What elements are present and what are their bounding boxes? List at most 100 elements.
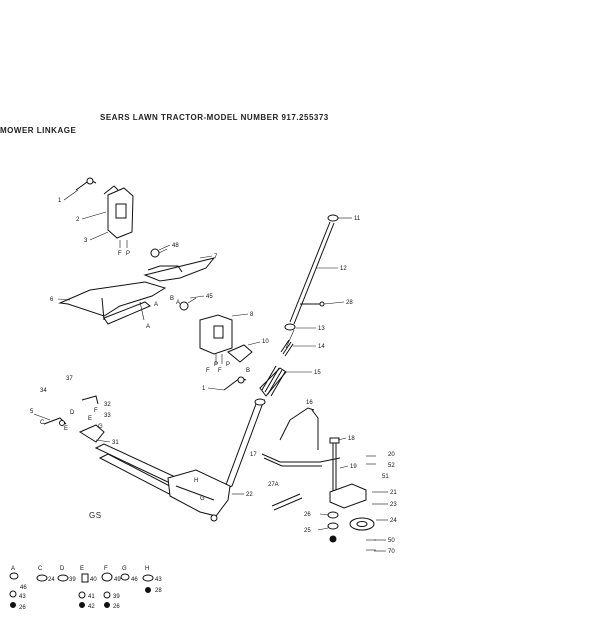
part-arm-10 (223, 344, 253, 391)
legend-hardware-icons (9, 572, 154, 608)
part-pin-top (75, 177, 97, 191)
legend-number: 49 (114, 577, 121, 583)
callout: 1 (58, 198, 62, 204)
callout: 5 (30, 409, 34, 415)
legend-number: 26 (19, 605, 26, 611)
callout: 6 (50, 297, 54, 303)
part-letter-labels: F P A A F P F P B A B C D E G H G F E (40, 251, 250, 502)
callout: 11 (354, 216, 361, 222)
part-letter: A (176, 300, 180, 306)
legend-letter: H (145, 566, 149, 572)
callout: 50 (388, 538, 395, 544)
callout: 15 (314, 370, 321, 376)
part-nut-45 (179, 297, 197, 311)
part-pin-28 (300, 301, 325, 307)
callout: 20 (388, 452, 395, 458)
part-rod-16 (279, 407, 319, 450)
callout: 45 (206, 294, 213, 300)
legend-number: 43 (19, 594, 26, 600)
callout: 8 (250, 312, 254, 318)
part-left-arm (33, 395, 105, 443)
part-letter: F (206, 368, 210, 374)
part-plate-9 (58, 281, 167, 325)
callout: 28 (346, 300, 353, 306)
callout: 7 (214, 254, 218, 260)
part-letter: A (154, 302, 158, 308)
callout: 18 (348, 436, 355, 442)
callout: 34 (40, 388, 47, 394)
callout: 21 (390, 490, 397, 496)
part-letter: G (98, 424, 103, 430)
callout: 26 (304, 512, 311, 518)
part-letter: C (40, 420, 45, 426)
legend-number: 40 (90, 577, 97, 583)
legend-number: 46 (131, 577, 138, 583)
legend-letter: G (122, 566, 127, 572)
part-spring-15 (259, 365, 287, 397)
part-letter: F (94, 408, 98, 414)
callout: 31 (112, 440, 119, 446)
part-spring-14 (280, 339, 294, 357)
part-letter: D (70, 410, 75, 416)
part-bracket-8 (199, 314, 233, 364)
callout: 24 (390, 518, 397, 524)
part-letter: B (170, 296, 174, 302)
legend-number: 24 (48, 577, 55, 583)
part-pulley-24 (349, 517, 375, 531)
part-letter: E (64, 426, 68, 432)
part-letter: B (246, 368, 250, 374)
part-letter: F (118, 251, 122, 257)
part-spring-27a (271, 493, 303, 511)
part-bracket-upper (103, 185, 134, 248)
legend-number: 39 (69, 577, 76, 583)
hardware-legend: A 46 43 26 C 24 D 39 E 40 41 42 F 49 39 … (11, 566, 162, 611)
callout: 25 (304, 528, 311, 534)
part-letter: E (88, 416, 92, 422)
part-letter: F (218, 368, 222, 374)
part-washer-13 (284, 323, 296, 331)
legend-number: 43 (155, 577, 162, 583)
legend-number: 42 (88, 604, 95, 610)
part-rod-17 (261, 453, 341, 467)
part-bracket-21 (329, 483, 367, 509)
group-label: GS (89, 511, 102, 520)
diagram-subtitle: MOWER LINKAGE (0, 126, 77, 135)
part-letter: G (200, 496, 205, 502)
legend-number: 46 (20, 585, 27, 591)
legend-letter: D (60, 566, 65, 572)
callout: 52 (388, 463, 395, 469)
part-letter: A (146, 324, 150, 330)
part-washers-25-26 (327, 511, 339, 543)
callout: 37 (66, 376, 73, 382)
callout: 70 (388, 549, 395, 555)
part-lift-plate-7 (143, 257, 216, 282)
callout: 33 (104, 413, 111, 419)
part-small-parts-right (366, 455, 376, 551)
callout: 32 (104, 402, 111, 408)
legend-letter: A (11, 566, 15, 572)
part-letter: P (126, 251, 130, 257)
callout-numbers: 1 2 3 48 7 8 45 6 9 10 1 11 12 28 13 14 … (30, 198, 397, 555)
part-letter: P (226, 362, 230, 368)
part-lift-rod-12 (285, 214, 339, 349)
part-lift-arm-assembly (167, 469, 231, 522)
callout: 10 (262, 339, 269, 345)
part-nut-48 (150, 248, 168, 258)
legend-number: 28 (155, 588, 162, 594)
leader-lines (57, 189, 388, 552)
callout: 23 (390, 502, 397, 508)
callout: 22 (246, 492, 253, 498)
diagram-title: SEARS LAWN TRACTOR-MODEL NUMBER 917.2553… (100, 113, 329, 122)
callout: 3 (84, 238, 88, 244)
callout: 1 (202, 386, 206, 392)
callout: 27A (268, 482, 279, 488)
legend-letter: F (104, 566, 108, 572)
callout: 2 (76, 217, 80, 223)
legend-number: 39 (113, 594, 120, 600)
legend-number: 41 (88, 594, 95, 600)
callout: 19 (350, 464, 357, 470)
part-letter: P (214, 362, 218, 368)
legend-number: 26 (113, 604, 120, 610)
callout: 48 (172, 243, 179, 249)
